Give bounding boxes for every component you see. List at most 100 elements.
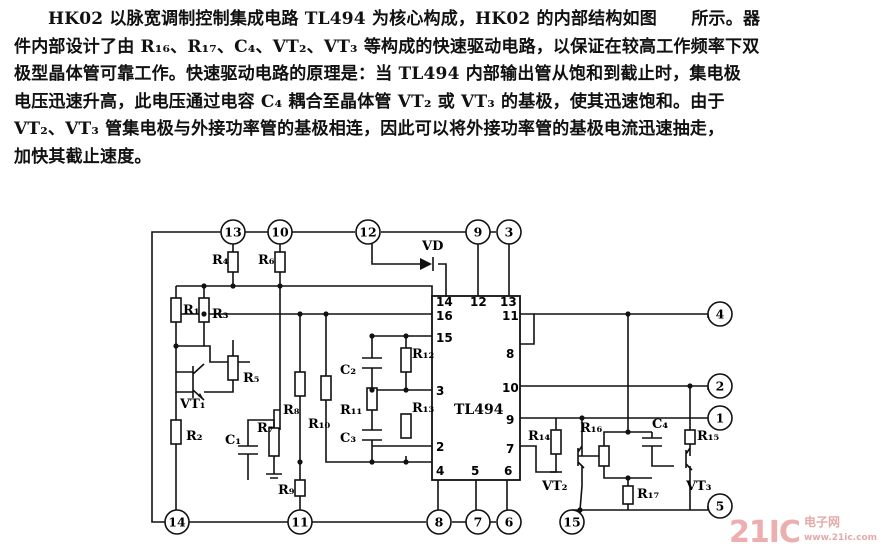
ic-pin-10: 10 [502, 381, 519, 395]
svg-text:6: 6 [505, 515, 514, 530]
svg-text:12: 12 [359, 225, 376, 240]
terminal-4: 4 [707, 301, 733, 327]
label-r5: R₅ [243, 371, 260, 386]
watermark-cn: 电子网 [803, 515, 840, 529]
label-r4: R₄ [212, 253, 229, 268]
capacitor-c1 [238, 432, 258, 462]
label-r1: R₁ [183, 303, 200, 318]
terminal-8: 8 [426, 509, 452, 535]
description-paragraph: HK02 以脉宽调制控制集成电路 TL494 为核心构成，HK02 的内部结构如… [14, 6, 880, 171]
terminal-1: 1 [707, 405, 733, 431]
label-c2: C₂ [340, 363, 356, 378]
transistor-vt1 [192, 363, 205, 401]
terminal-7: 7 [465, 509, 491, 535]
svg-text:15: 15 [563, 515, 580, 530]
ic-pin-4: 4 [436, 464, 444, 478]
wire-r12-r13 [372, 335, 432, 462]
resistor-r15 [684, 429, 696, 445]
wire-left-loop [151, 231, 233, 523]
label-r11: R₁₁ [340, 403, 362, 418]
paragraph-line: 电压迅速升高，此电压通过电容 C₄ 耦合至晶体管 VT₂ 或 VT₃ 的基极，使… [14, 91, 725, 112]
terminal-13: 13 [220, 219, 246, 245]
label-vt3: VT₃ [685, 479, 712, 494]
wire-pin8-11 [520, 313, 535, 345]
capacitor-c4 [642, 432, 662, 447]
label-r8: R₈ [283, 403, 300, 418]
ic-pin-6: 6 [504, 464, 512, 478]
terminal-11: 11 [287, 509, 313, 535]
label-r13: R₁₃ [412, 401, 434, 416]
ic-pin-8: 8 [506, 347, 514, 361]
resistor-r14 [550, 429, 562, 455]
label-c1: C₁ [225, 433, 241, 448]
terminal-2: 2 [707, 373, 733, 399]
label-r7: R₇ [257, 421, 274, 436]
diode-vd [420, 258, 432, 270]
watermark-brand: 21IC [729, 515, 801, 550]
svg-text:8: 8 [435, 515, 444, 530]
resistor-r16 [598, 445, 610, 467]
terminal-6: 6 [496, 509, 522, 535]
label-c3: C₃ [340, 431, 356, 446]
svg-text:10: 10 [271, 225, 289, 240]
svg-text:13: 13 [224, 225, 241, 240]
wire-r16-c4 [603, 314, 652, 446]
label-r12: R₁₂ [412, 347, 434, 362]
paragraph-line: HK02 以脉宽调制控制集成电路 TL494 为核心构成，HK02 的内部结构如… [48, 9, 761, 29]
resistor-r9 [294, 479, 306, 497]
terminal-14: 14 [164, 509, 190, 535]
ic-pin-3: 3 [436, 384, 444, 398]
label-r17: R₁₇ [637, 487, 659, 502]
terminal-12: 12 [355, 219, 381, 245]
svg-text:9: 9 [474, 225, 483, 240]
wire-r7 [273, 286, 281, 430]
ic-pin-2: 2 [436, 440, 444, 454]
ic-pin-14: 14 [436, 295, 453, 309]
resistor-r7 [268, 427, 280, 457]
svg-text:1: 1 [716, 411, 725, 426]
resistor-r4 [227, 251, 239, 273]
label-r6: R₆ [258, 253, 275, 268]
label-vt2: VT₂ [541, 479, 567, 494]
ic-pin-12: 12 [470, 295, 487, 309]
ground-r7 [266, 473, 282, 479]
resistor-r3 [198, 297, 210, 323]
terminal-15: 15 [559, 509, 585, 535]
resistor-r13 [400, 413, 412, 439]
label-r15: R₁₅ [697, 429, 719, 444]
wire-vt1-emitter [175, 372, 193, 393]
resistor-r6 [274, 251, 286, 273]
wire-r5 [204, 340, 234, 393]
ic-pin-15: 15 [436, 331, 453, 345]
wire-ic-bottom [437, 480, 508, 510]
svg-text:7: 7 [474, 515, 483, 530]
wire-r10 [325, 314, 432, 463]
label-c4: C₄ [652, 417, 668, 432]
wire-to-5-15 [579, 506, 709, 522]
wire-row-286 [176, 285, 433, 300]
ic-pin-5: 5 [471, 464, 479, 478]
resistor-r2 [170, 419, 182, 445]
label-vd: VD [421, 239, 443, 254]
terminal-3: 3 [496, 219, 522, 245]
transistor-vt3 [685, 447, 693, 471]
wire-vd-row [371, 244, 447, 296]
ic-pin-7: 7 [506, 442, 514, 456]
ic-pin-9: 9 [506, 413, 514, 427]
svg-text:3: 3 [505, 225, 514, 240]
resistor-r1 [170, 297, 182, 323]
paragraph-line: 件内部设计了由 R₁₆、R₁₇、C₄、VT₂、VT₃ 等构成的快速驱动电路，以保… [14, 36, 760, 57]
ic-pin-11: 11 [502, 309, 519, 323]
wire-r2 [165, 392, 177, 523]
transistor-vt2 [577, 445, 585, 469]
ic-pin-13: 13 [500, 295, 517, 309]
capacitor-c2 [362, 357, 382, 369]
wire-vt1 [175, 345, 250, 380]
ic-pin-16: 16 [436, 309, 453, 323]
terminal-5: 5 [707, 493, 733, 519]
wire-r1-r3 [175, 286, 205, 347]
paragraph-line: 加快其截止速度。 [14, 146, 152, 167]
label-vt1: VT₁ [179, 397, 205, 412]
resistor-r12 [400, 347, 412, 373]
